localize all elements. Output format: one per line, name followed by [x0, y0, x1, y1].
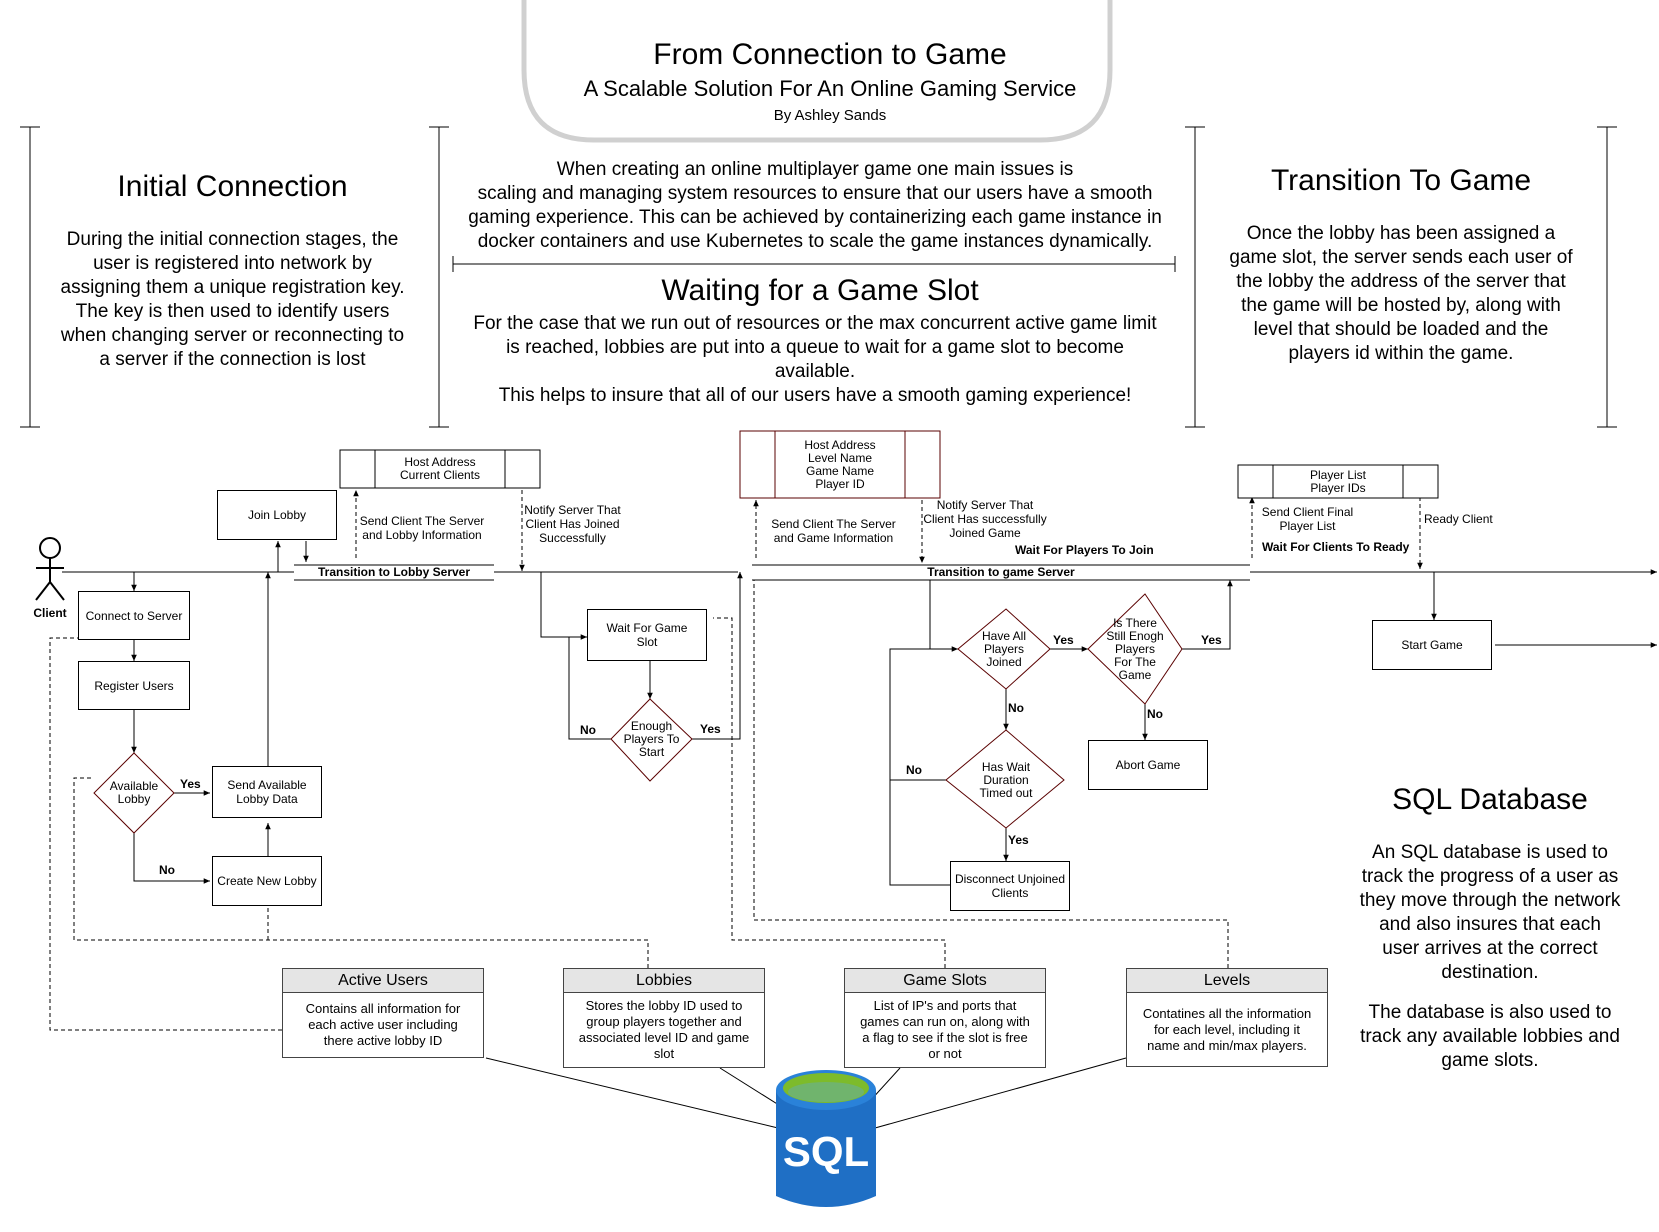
transition-text: Once the lobby has been assigned a game …: [1229, 223, 1573, 364]
register-users-step: Register Users: [78, 661, 190, 710]
sql-logo-text: SQL: [782, 1128, 870, 1175]
notify-joined-label: Notify Server That Client Has Joined Suc…: [524, 503, 621, 545]
disconnect-clients-step: Disconnect Unjoined Clients: [950, 861, 1070, 911]
start-game-step: Start Game: [1372, 620, 1492, 670]
table-lobbies-body: Stores the lobby ID used to group player…: [563, 993, 765, 1068]
actor-figure: [35, 537, 65, 601]
sql-title: SQL Database: [1392, 783, 1588, 816]
table-active-users-header: Active Users: [282, 968, 484, 993]
table-levels-header: Levels: [1126, 968, 1328, 993]
initial-connection-title: Initial Connection: [117, 170, 348, 203]
transition-game-label: Transition to game Server: [927, 565, 1075, 579]
all-joined-decision: Have All Players Joined: [981, 628, 1027, 669]
yes-label: Yes: [700, 722, 721, 736]
page-title: From Connection to Game: [653, 38, 1007, 71]
yes-label: Yes: [1053, 633, 1074, 647]
create-lobby-step: Create New Lobby: [212, 856, 322, 906]
wait-timeout-decision: Has Wait Duration Timed out: [979, 759, 1033, 800]
table-lobbies-header: Lobbies: [563, 968, 765, 993]
still-enough-decision: Is There Still Enogh Players For The Gam…: [1106, 615, 1164, 682]
yes-label: Yes: [1201, 633, 1222, 647]
table-game-slots-header: Game Slots: [844, 968, 1046, 993]
join-lobby-step: Join Lobby: [217, 490, 337, 540]
no-label: No: [1147, 707, 1163, 721]
abort-game-step: Abort Game: [1088, 740, 1208, 790]
enough-players-decision: Enough Players To Start: [623, 718, 680, 759]
connect-to-server-step: Connect to Server: [78, 591, 190, 640]
section-brackets: [20, 126, 1617, 428]
wait-join-label: Wait For Players To Join: [1015, 543, 1154, 557]
wait-ready-label: Wait For Clients To Ready: [1262, 540, 1410, 554]
send-client-game-label: Send Client The Server and Game Informat…: [771, 517, 896, 545]
message-player-list: Player List Player IDs: [1309, 467, 1367, 495]
no-label: No: [906, 763, 922, 777]
table-active-users-body: Contains all information for each active…: [282, 993, 484, 1058]
sql-text-1: An SQL database is used to track the pro…: [1359, 842, 1621, 983]
no-label: No: [1008, 701, 1024, 715]
yes-label: Yes: [1008, 833, 1029, 847]
sql-text-2: The database is also used to track any a…: [1360, 1002, 1620, 1071]
no-label: No: [580, 723, 596, 737]
send-lobby-data-step: Send Available Lobby Data: [212, 766, 322, 818]
message-lobby-server: Host Address Current Clients: [399, 455, 481, 482]
header-frame: [521, 0, 1113, 143]
table-levels-body: Contatines all the information for each …: [1126, 993, 1328, 1067]
initial-connection-text: During the initial connection stages, th…: [60, 229, 405, 370]
available-lobby-decision: Available Lobby: [109, 779, 159, 806]
page-subtitle: A Scalable Solution For An Online Gaming…: [583, 76, 1077, 101]
actor-label: Client: [33, 606, 67, 620]
waiting-title: Waiting for a Game Slot: [661, 274, 979, 307]
no-label: No: [159, 863, 175, 877]
table-game-slots-body: List of IP's and ports that games can ru…: [844, 993, 1046, 1068]
sql-cylinder-icon: [776, 1070, 876, 1207]
timeline: [62, 564, 1657, 581]
notify-game-label: Notify Server That Client Has successful…: [923, 498, 1047, 540]
send-client-server-label: Send Client The Server and Lobby Informa…: [359, 514, 485, 542]
intro-text: When creating an online multiplayer game…: [468, 159, 1162, 252]
yes-label: Yes: [180, 777, 201, 791]
transition-title: Transition To Game: [1270, 164, 1532, 197]
send-final-label: Send Client Final Player List: [1261, 505, 1354, 533]
message-game-server: Host Address Level Name Game Name Player…: [804, 437, 876, 491]
page-author: By Ashley Sands: [773, 107, 887, 124]
transition-lobby-label: Transition to Lobby Server: [317, 565, 471, 579]
wait-game-slot-step: Wait For Game Slot: [587, 609, 707, 661]
waiting-text: For the case that we run out of resource…: [473, 313, 1157, 406]
ready-client-label: Ready Client: [1424, 512, 1493, 526]
